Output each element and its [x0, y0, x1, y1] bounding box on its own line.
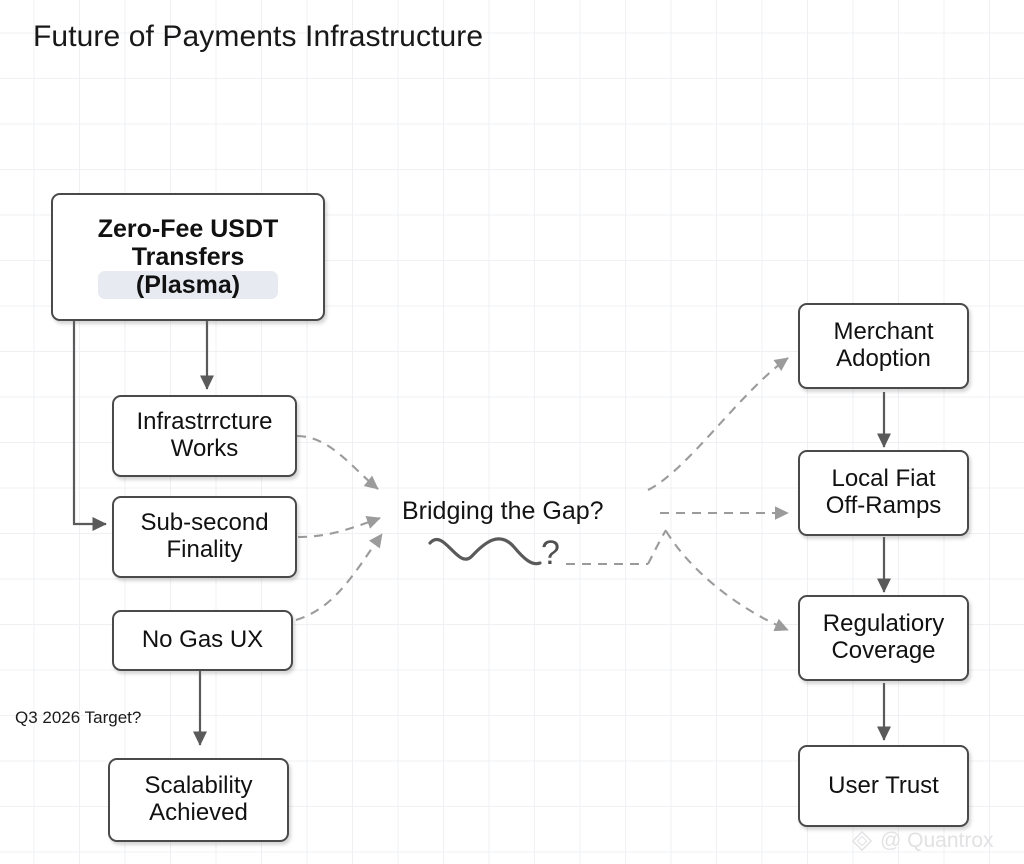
node-line: Infrastrrcture: [136, 408, 273, 436]
edge-nogas-to-center: [295, 533, 383, 622]
node-local-fiat-off-ramps[interactable]: Local Fiat Off-Ramps: [798, 450, 969, 536]
watermark: @ Quantrox: [851, 829, 994, 853]
node-regulatory-coverage[interactable]: Regulatiory Coverage: [798, 595, 969, 681]
node-line: Works: [170, 435, 239, 462]
node-no-gas-ux[interactable]: No Gas UX: [112, 610, 293, 671]
node-line: Achieved: [149, 799, 248, 826]
diamond-logo-icon: [851, 830, 873, 852]
wavy-line-icon: [428, 537, 542, 566]
node-infrastructure-works[interactable]: Infrastrrcture Works: [112, 395, 297, 477]
edge-center-to-merchant: [647, 357, 789, 491]
node-line: User Trust: [828, 771, 939, 799]
node-line: Finality: [166, 536, 243, 563]
node-line: Transfers: [131, 243, 245, 271]
node-line: Scalability: [144, 772, 253, 800]
edge-label-q3-target: Q3 2026 Target?: [15, 708, 142, 727]
page-title: Future of Payments Infrastructure: [33, 20, 484, 53]
edge-infra-to-center: [296, 434, 379, 490]
node-line: Regulatiory: [822, 610, 945, 638]
watermark-handle: @ Quantrox: [880, 829, 994, 852]
edge-root-to-finality: [72, 321, 107, 532]
node-line-highlighted: (Plasma): [97, 271, 279, 299]
edge-center-to-regulatory: [566, 529, 789, 632]
node-zero-fee-usdt-transfers[interactable]: Zero-Fee USDT Transfers (Plasma): [51, 193, 325, 321]
node-line: Off-Ramps: [825, 492, 942, 519]
node-merchant-adoption[interactable]: Merchant Adoption: [798, 303, 969, 389]
node-sub-second-finality[interactable]: Sub-second Finality: [112, 496, 297, 578]
node-line: Local Fiat: [831, 465, 936, 493]
node-line: Zero-Fee USDT: [97, 215, 279, 243]
node-line: No Gas UX: [141, 626, 264, 654]
node-line: Adoption: [836, 345, 931, 372]
question-mark-glyph: ?: [541, 534, 560, 572]
node-user-trust[interactable]: User Trust: [798, 745, 969, 827]
edge-finality-to-center: [297, 516, 381, 539]
node-line: Sub-second: [140, 509, 269, 537]
node-line: Coverage: [831, 637, 936, 664]
center-decision-label: Bridging the Gap?: [402, 497, 604, 525]
node-scalability-achieved[interactable]: Scalability Achieved: [108, 758, 289, 842]
node-line: Merchant: [833, 318, 934, 346]
